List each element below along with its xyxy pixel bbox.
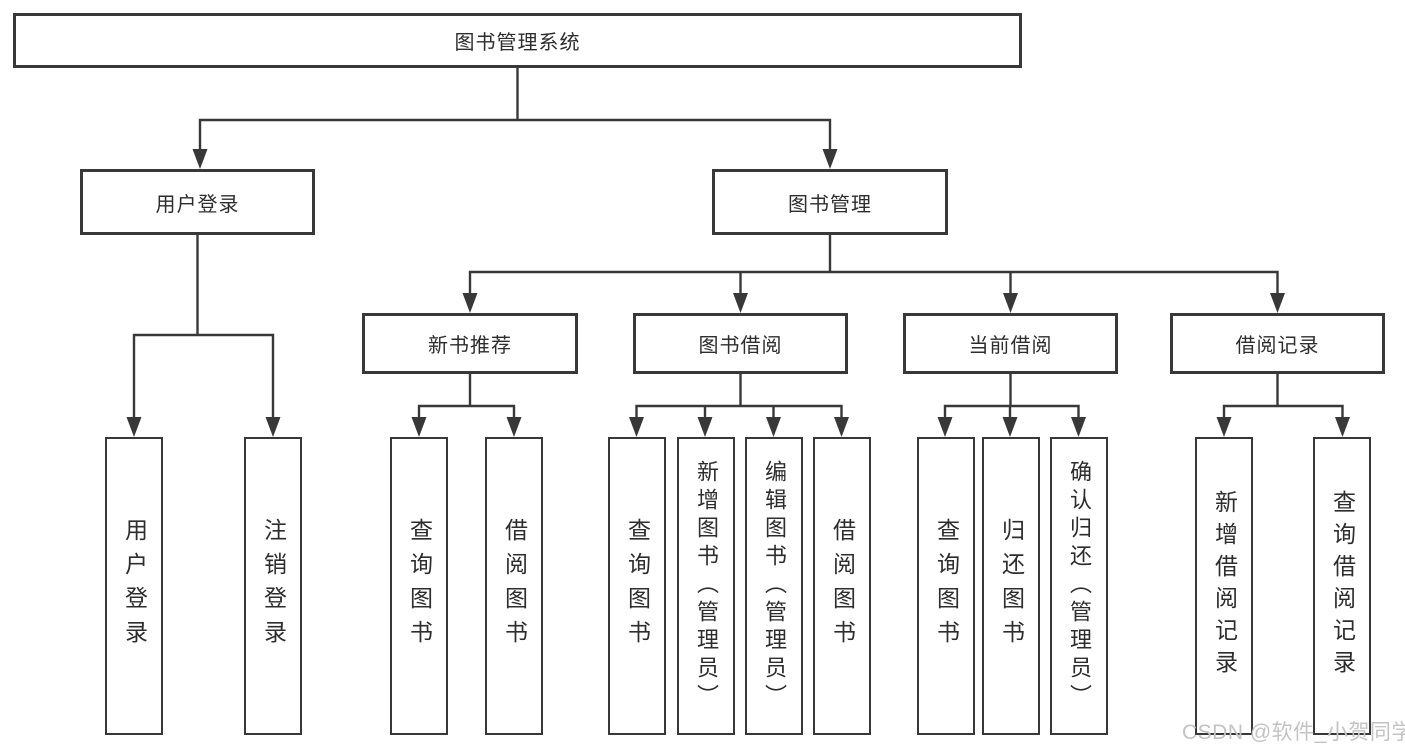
leaf-user-login: 用户登录 (105, 437, 163, 735)
leaf-query-books-borrow-label: 查询图书 (624, 518, 651, 654)
leaf-query-borrow-record-label: 查询借阅记录 (1329, 490, 1356, 682)
leaf-edit-book-admin: 编辑图书（管理员） (745, 437, 803, 735)
node-book-borrow: 图书借阅 (633, 313, 848, 374)
leaf-logout: 注销登录 (244, 437, 302, 735)
watermark: CSDN @软件_小贺同学 (1182, 721, 1405, 744)
leaf-add-book-admin-label: 新增图书（管理员） (694, 460, 719, 712)
leaf-add-borrow-record: 新增借阅记录 (1195, 437, 1253, 735)
leaf-query-books-current-label: 查询图书 (933, 518, 960, 654)
leaf-borrow-books-borrow-label: 借阅图书 (829, 518, 856, 654)
node-borrow-records: 借阅记录 (1170, 313, 1385, 374)
leaf-borrow-books-borrow: 借阅图书 (813, 437, 871, 735)
leaf-confirm-return-admin: 确认归还（管理员） (1050, 437, 1108, 735)
leaf-query-books-borrow: 查询图书 (608, 437, 666, 735)
node-user-login: 用户登录 (80, 169, 315, 235)
leaf-return-book: 归还图书 (982, 437, 1040, 735)
node-book-management: 图书管理 (712, 169, 948, 235)
node-new-book-recommend: 新书推荐 (362, 313, 578, 374)
node-root: 图书管理系统 (13, 13, 1022, 68)
leaf-add-borrow-record-label: 新增借阅记录 (1211, 490, 1238, 682)
leaf-edit-book-admin-label: 编辑图书（管理员） (762, 460, 787, 712)
arrowhead-icons (126, 149, 1350, 437)
leaf-add-book-admin: 新增图书（管理员） (677, 437, 735, 735)
leaf-borrow-books-recommend: 借阅图书 (485, 437, 543, 735)
leaf-borrow-books-recommend-label: 借阅图书 (501, 518, 528, 654)
leaf-logout-label: 注销登录 (260, 518, 287, 654)
node-current-borrow: 当前借阅 (903, 313, 1118, 374)
leaf-query-books-current: 查询图书 (917, 437, 975, 735)
leaf-confirm-return-admin-label: 确认归还（管理员） (1067, 460, 1092, 712)
leaf-user-login-label: 用户登录 (121, 518, 148, 654)
leaf-return-book-label: 归还图书 (998, 518, 1025, 654)
leaf-query-borrow-record: 查询借阅记录 (1313, 437, 1371, 735)
leaf-query-books-recommend-label: 查询图书 (406, 518, 433, 654)
leaf-query-books-recommend: 查询图书 (390, 437, 448, 735)
